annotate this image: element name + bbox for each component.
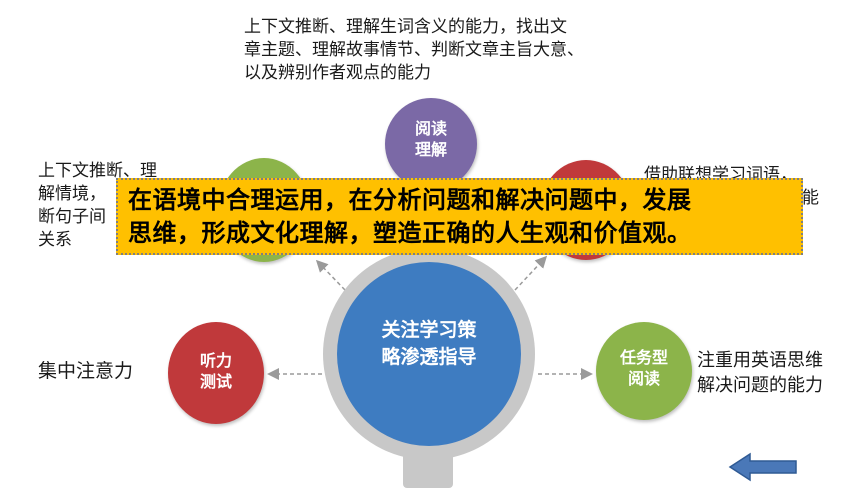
arrow-to-left-node [315, 259, 346, 291]
listening-node-label: 测试 [199, 372, 232, 391]
summary-banner: 在语境中合理运用，在分析问题和解决问题中，发展 思维，形成文化理解，塑造正确的人… [116, 178, 803, 255]
task-reading-node-label: 任务型 [619, 348, 668, 367]
arrow-to-right-node [514, 255, 548, 291]
reading-node-label: 阅读 [414, 119, 447, 138]
reading-node-label: 理解 [414, 140, 447, 159]
listening-node-label: 听力 [199, 351, 232, 370]
summary-banner-line: 思维，形成文化理解，塑造正确的人生观和价值观。 [128, 219, 692, 247]
center-node-label: 关注学习策 [381, 319, 477, 341]
listening-description: 集中注意力 [38, 360, 134, 382]
reading-description-line: 章主题、理解故事情节、判断文章主旨大意、 [244, 40, 584, 60]
left-description: 上下文推断、理 解情境， 断句子间 关系 [38, 160, 157, 252]
center-node[interactable]: 关注学习策 略渗透指导 [337, 262, 521, 446]
left-description-line: 解情境， [38, 184, 106, 204]
left-description-line: 关系 [38, 230, 72, 250]
task-description: 注重用英语思维 解决问题的能力 [697, 348, 823, 398]
reading-description-line: 以及辨别作者观点的能力 [244, 63, 431, 83]
task-reading-node-label: 阅读 [627, 369, 660, 388]
summary-banner-line: 在语境中合理运用，在分析问题和解决问题中，发展 [128, 186, 692, 214]
magnifier-handle [403, 448, 453, 488]
right-description-line: 能 [802, 188, 819, 208]
reading-description: 上下文推断、理解生词含义的能力，找出文 章主题、理解故事情节、判断文章主旨大意、… [244, 16, 584, 85]
task-description-line: 解决问题的能力 [697, 375, 823, 396]
left-description-line: 断句子间 [38, 207, 106, 227]
listening-node[interactable]: 听力 测试 [168, 322, 264, 424]
reading-node[interactable]: 阅读 理解 [385, 98, 477, 190]
left-description-line: 上下文推断、理 [38, 161, 157, 181]
task-reading-node[interactable]: 任务型 阅读 [596, 322, 692, 420]
task-description-line: 注重用英语思维 [697, 350, 823, 371]
left-arrow-icon[interactable] [728, 452, 800, 482]
center-node-label: 略渗透指导 [381, 346, 477, 368]
reading-description-line: 上下文推断、理解生词含义的能力，找出文 [244, 17, 567, 37]
